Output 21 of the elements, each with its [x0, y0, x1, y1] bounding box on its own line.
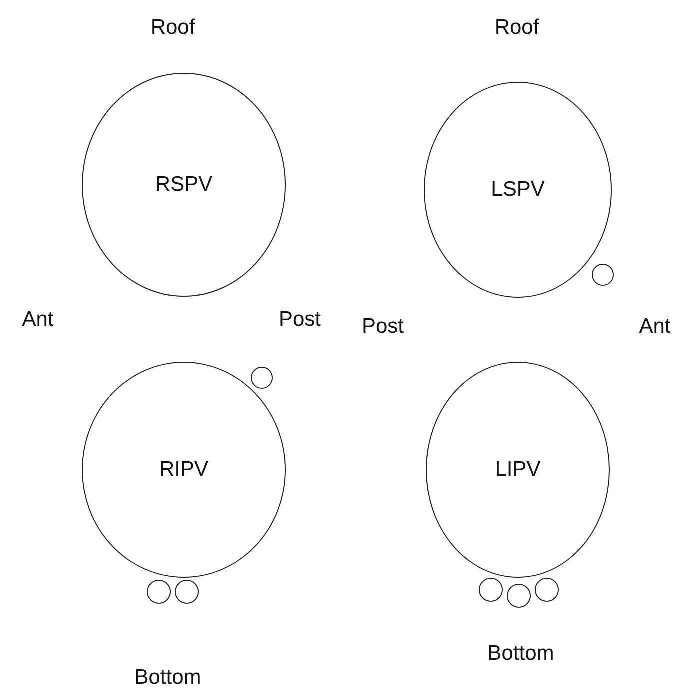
- orientation-label: Post: [362, 315, 404, 339]
- orientation-label: Roof: [150, 16, 196, 40]
- small-circle: [175, 580, 199, 604]
- vein-label: LIPV: [495, 458, 541, 482]
- orientation-label: Ant: [22, 308, 54, 332]
- vein-label: RIPV: [159, 458, 208, 482]
- orientation-label: Roof: [494, 16, 540, 40]
- orientation-label: Bottom: [488, 642, 554, 666]
- small-circle: [147, 580, 171, 604]
- small-circle: [535, 578, 559, 602]
- small-circle: [479, 578, 503, 602]
- orientation-label: Bottom: [134, 666, 202, 690]
- vein-circle: [82, 362, 286, 578]
- orientation-label: Ant: [639, 315, 671, 339]
- vein-circle: [426, 362, 610, 578]
- orientation-label: Post: [278, 308, 322, 332]
- vein-label: RSPV: [155, 173, 213, 197]
- vein-circle: [424, 82, 612, 298]
- small-circle: [507, 584, 531, 608]
- vein-circle: [82, 73, 286, 297]
- vein-label: LSPV: [491, 178, 545, 202]
